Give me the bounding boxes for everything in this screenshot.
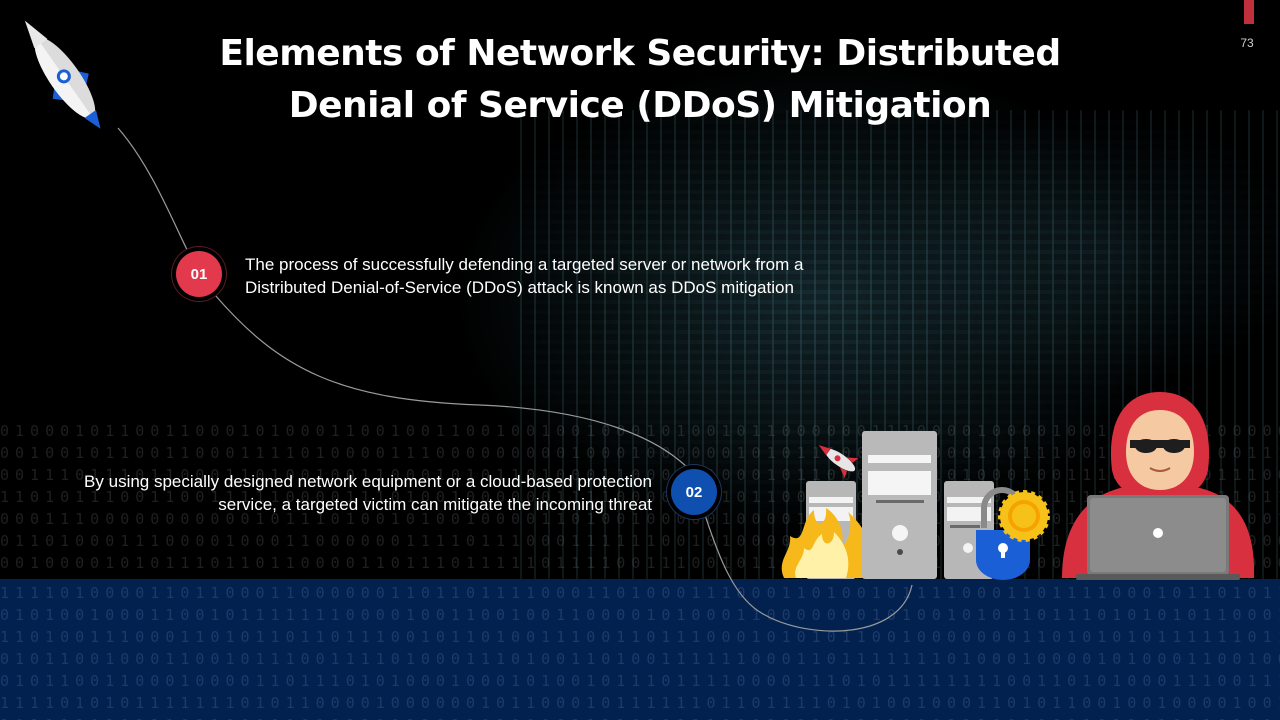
step-01-text: The process of successfully defending a …: [245, 255, 804, 297]
sun-icon: [998, 490, 1050, 542]
step-01-badge: 01: [176, 251, 222, 297]
fire-icon: [781, 508, 875, 578]
step-01-number: 01: [190, 265, 208, 283]
page-tab-marker: [1244, 0, 1254, 24]
floor-band: [0, 579, 1280, 720]
slide-title: Elements of Network Security: Distribute…: [219, 33, 1061, 126]
small-rocket-icon: [818, 445, 859, 478]
step-02-number: 02: [685, 483, 703, 501]
dark-background: [0, 0, 1280, 580]
binary-texture-floor: 1111010000110110001100000011011011110001…: [0, 584, 1280, 720]
laptop-icon: [1076, 495, 1240, 580]
step-02-badge: 02: [671, 469, 717, 515]
step-02-text: By using specially designed network equi…: [84, 472, 652, 514]
page-number: 73: [1240, 36, 1254, 50]
server-tower-icon-main: [862, 431, 937, 579]
